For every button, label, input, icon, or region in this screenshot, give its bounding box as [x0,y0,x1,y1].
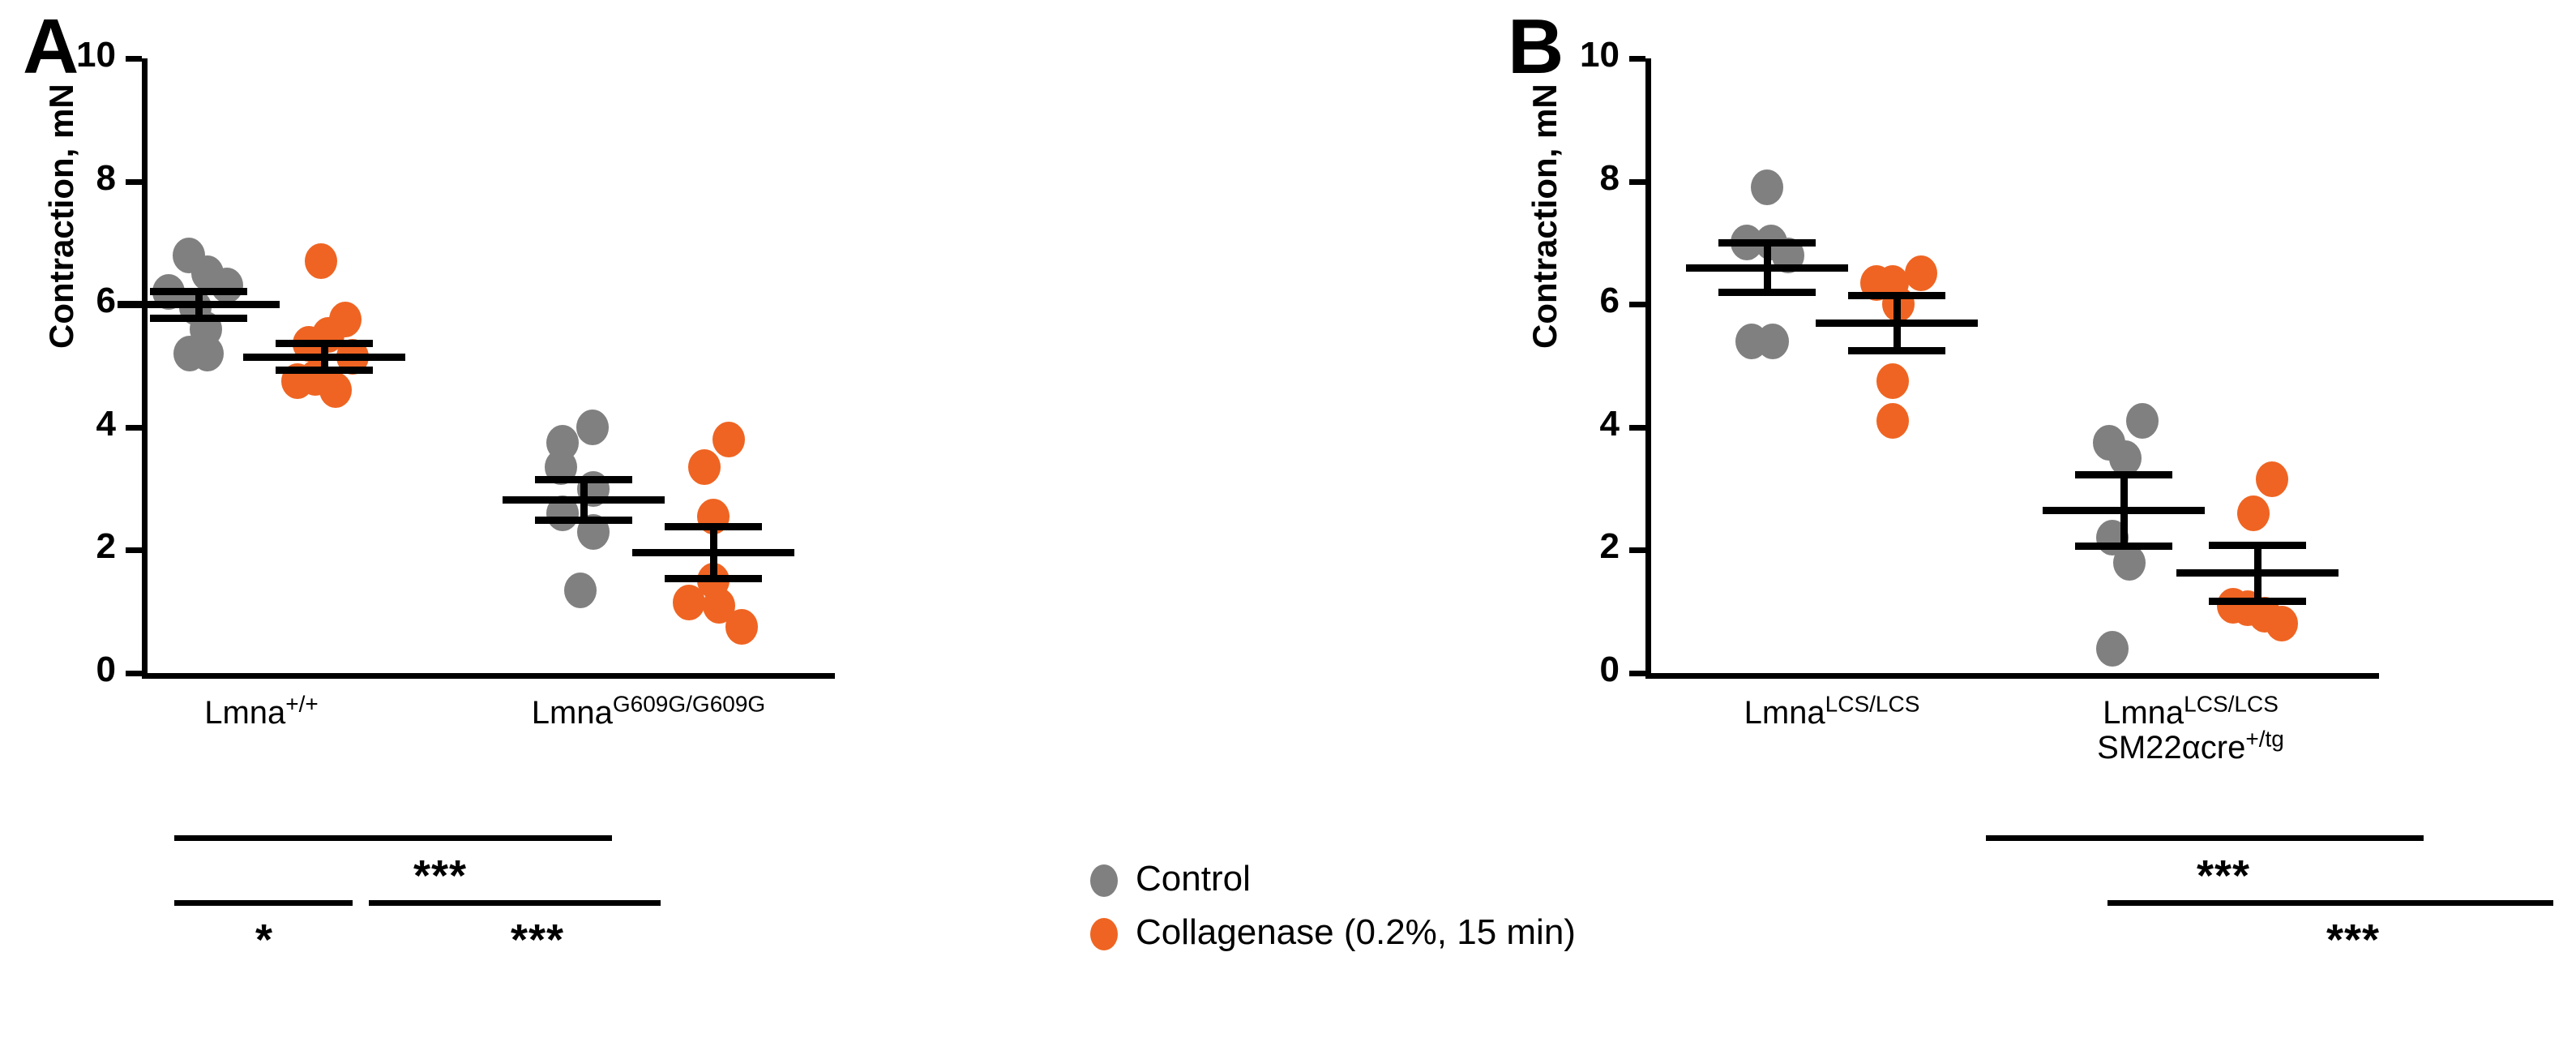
x-axis-category-label: LmnaLCS/LCS [1744,691,1920,731]
control-marker-icon [1090,864,1118,897]
y-tick-6 [1629,302,1645,308]
y-tick-label-0: 0 [1599,650,1620,689]
x-axis-line [1645,673,2379,679]
data-point [2113,544,2146,581]
y-tick-label-8: 8 [96,157,116,198]
sem-stem [1764,242,1771,293]
data-point [2095,630,2129,667]
data-point [688,449,721,486]
data-point [1904,255,1937,292]
data-point [2255,461,2288,498]
y-tick-10 [1629,56,1645,62]
collagenase-marker-icon [1090,918,1118,950]
data-point [190,335,224,371]
data-point [2108,440,2142,476]
panel-a-letter: A [23,3,79,90]
y-tick-0 [126,671,142,676]
y-axis-line [142,58,148,679]
sem-cap-lower [276,367,373,375]
y-tick-label-2: 2 [96,526,116,567]
data-point [2265,606,2298,642]
significance-marker: * [255,916,274,964]
y-tick-4 [1629,424,1645,431]
data-point [1876,403,1909,440]
y-tick-4 [126,424,142,431]
y-tick-label-2: 2 [1599,526,1620,567]
y-tick-label-10: 10 [1580,35,1620,75]
x-axis-line [142,673,835,679]
significance-marker: *** [2197,851,2251,900]
sem-cap-lower [535,517,632,525]
y-tick-8 [1629,178,1645,185]
y-tick-label-0: 0 [96,650,116,689]
significance-bar [369,900,661,906]
sem-stem [195,290,203,318]
significance-bar [1986,835,2424,841]
sem-stem [2254,545,2261,601]
legend-label-control: Control [1136,859,1251,899]
data-point [2236,495,2270,531]
legend-label-collagenase: Collagenase (0.2%, 15 min) [1136,912,1576,952]
y-tick-8 [126,178,142,185]
sem-cap-lower [1718,289,1816,297]
data-point [211,268,244,304]
data-point [319,372,353,409]
data-point [712,421,746,457]
significance-marker: *** [511,916,565,964]
data-point [1757,323,1790,359]
y-tick-10 [126,56,142,62]
x-axis-category-label: LmnaG609G/G609G [531,691,766,731]
sem-stem [710,525,717,578]
y-tick-2 [1629,547,1645,554]
y-tick-2 [126,547,142,554]
significance-bar [2107,900,2553,906]
data-point [563,572,597,608]
panel-b-letter: B [1508,3,1564,90]
sem-stem [2120,474,2128,547]
significance-bar [174,835,612,841]
y-tick-label-10: 10 [76,35,116,75]
sem-cap-lower [2075,543,2172,551]
data-point [576,409,609,445]
sem-cap-lower [2209,597,2306,605]
y-tick-0 [1629,671,1645,676]
y-tick-label-4: 4 [1599,403,1620,444]
y-tick-label-8: 8 [1599,157,1620,198]
y-tick-label-4: 4 [96,403,116,444]
data-point [1876,362,1909,399]
data-point [673,584,706,620]
significance-marker: *** [413,851,468,900]
data-point [2125,403,2159,440]
data-point [1751,169,1783,206]
sem-cap-lower [665,574,762,582]
data-point [304,243,337,280]
sem-cap-lower [1848,347,1945,355]
x-axis-category-label: Lmna+/+ [204,691,319,731]
sem-stem [1893,294,1901,351]
y-tick-label-6: 6 [1599,281,1620,321]
significance-marker: *** [2326,916,2381,964]
sem-stem [580,479,588,521]
sem-stem [321,342,328,371]
y-axis-line [1645,58,1651,679]
sem-cap-lower [150,314,247,322]
data-point [725,609,759,646]
y-tick-label-6: 6 [96,281,116,321]
significance-bar [174,900,353,906]
